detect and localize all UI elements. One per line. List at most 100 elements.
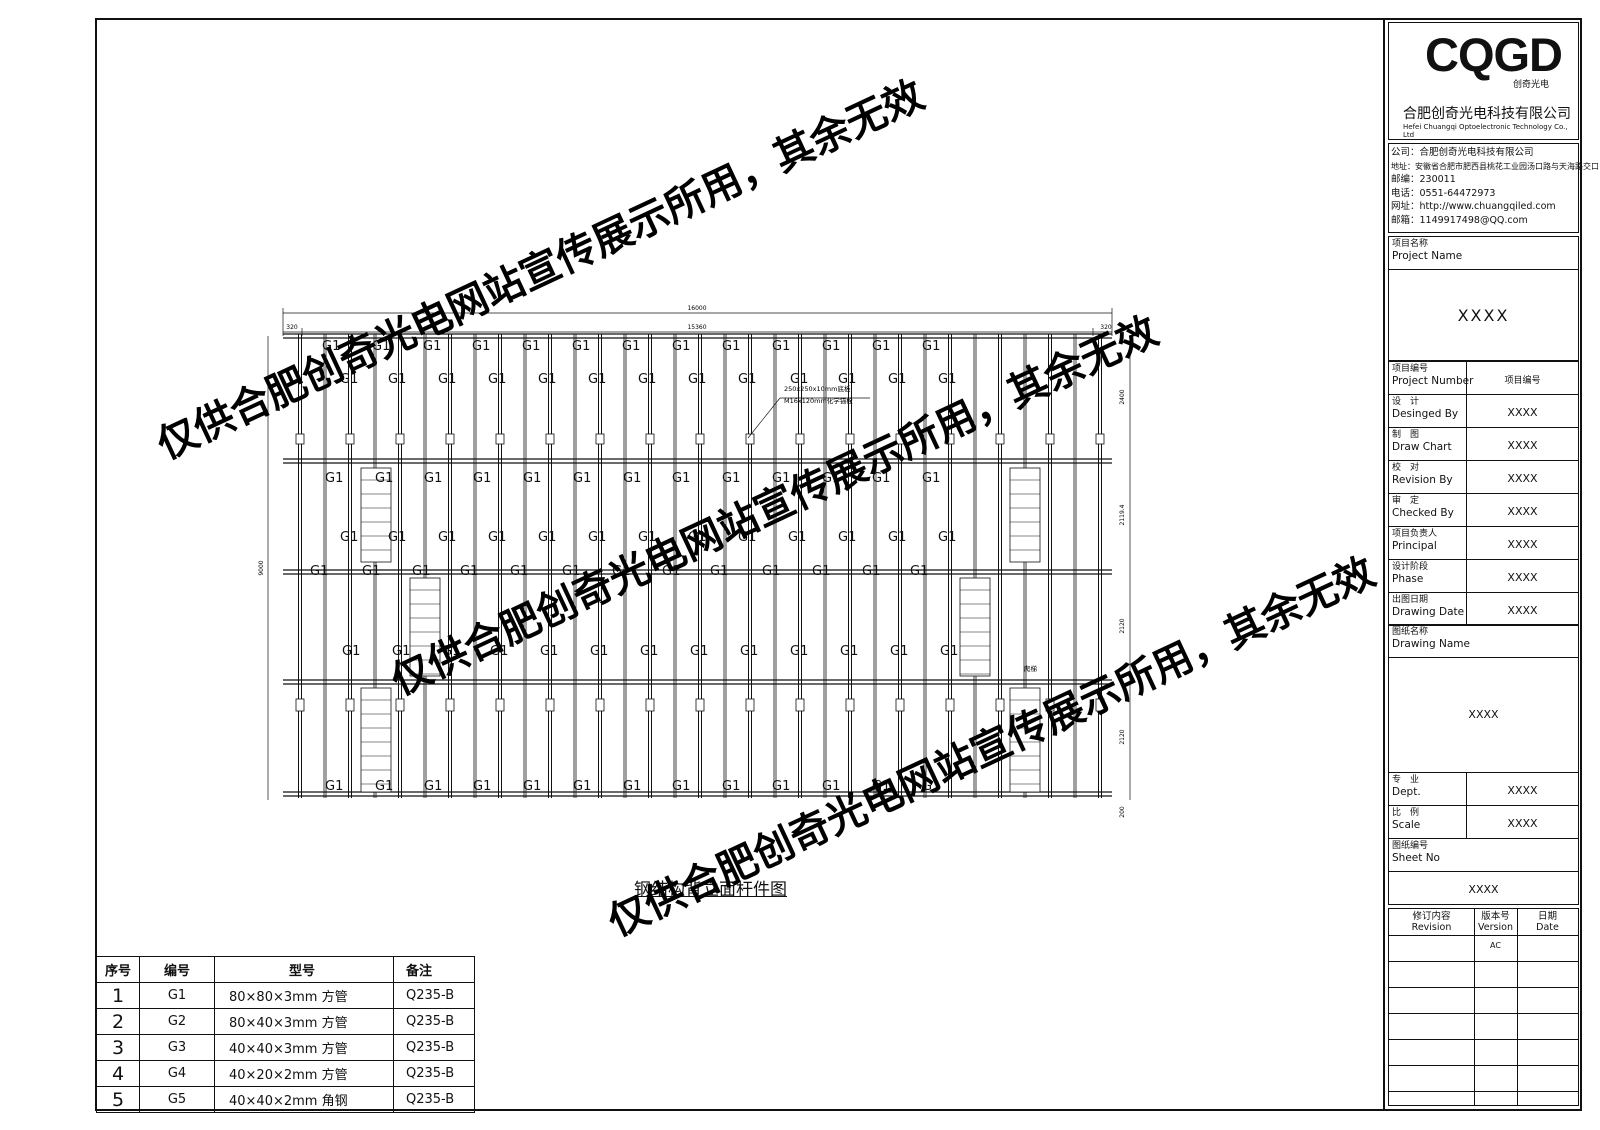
company-info-box: 公司：合肥创奇光电科技有限公司 地址：安徽省合肥市肥西县桃花工业园汤口路与天海路… bbox=[1388, 143, 1599, 233]
member-label: G1 bbox=[424, 471, 442, 486]
connection-plate bbox=[945, 698, 955, 712]
row-index: 3 bbox=[96, 1034, 140, 1061]
connection-plate bbox=[545, 433, 555, 445]
title-row-label-en: Revision By bbox=[1392, 474, 1453, 486]
member-label: G1 bbox=[562, 564, 580, 579]
connection-plate bbox=[895, 698, 905, 712]
table-row: 3 G3 40×40×3mm 方管 Q235-B bbox=[96, 1034, 475, 1061]
row-code: G2 bbox=[139, 1008, 215, 1035]
sheet-no-value-box: XXXX bbox=[1388, 871, 1579, 905]
member-label: G1 bbox=[872, 339, 890, 354]
header-type: 型号 bbox=[214, 956, 394, 983]
row-code: G3 bbox=[139, 1034, 215, 1061]
member-label: G1 bbox=[872, 779, 890, 794]
connection-plate bbox=[995, 698, 1005, 712]
member-label: G1 bbox=[938, 372, 956, 387]
member-label: G1 bbox=[822, 471, 840, 486]
member-label: G1 bbox=[722, 471, 740, 486]
sheet-no-value: XXXX bbox=[1468, 883, 1499, 896]
member-label: G1 bbox=[623, 779, 641, 794]
drawing-name-label-box: 图纸名称 Drawing Name bbox=[1388, 624, 1579, 658]
scale-value: XXXX bbox=[1507, 817, 1538, 830]
member-label: G1 bbox=[540, 644, 558, 659]
connection-plate bbox=[445, 433, 455, 445]
member-label: G1 bbox=[488, 372, 506, 387]
sheet-no-cn: 图纸编号 bbox=[1392, 841, 1429, 851]
title-row-label-en: Draw Chart bbox=[1392, 441, 1452, 453]
member-label: G1 bbox=[340, 530, 358, 545]
member-label: G1 bbox=[342, 644, 360, 659]
scale-en: Scale bbox=[1392, 819, 1421, 831]
member-label: G1 bbox=[812, 564, 830, 579]
project-name-cn: 项目名称 bbox=[1392, 239, 1429, 249]
member-label: G1 bbox=[838, 530, 856, 545]
connection-plate bbox=[695, 433, 705, 445]
member-label: G1 bbox=[622, 339, 640, 354]
row-note: Q235-B bbox=[393, 982, 475, 1009]
member-label: G1 bbox=[940, 644, 958, 659]
member-label: G1 bbox=[762, 564, 780, 579]
member-label: G1 bbox=[872, 471, 890, 486]
row-type: 80×40×3mm 方管 bbox=[214, 1008, 394, 1035]
drawing-title: 钢结构背立面杆件图 bbox=[634, 880, 787, 900]
member-label: G1 bbox=[790, 372, 808, 387]
member-label: G1 bbox=[523, 471, 541, 486]
member-label: G1 bbox=[672, 471, 690, 486]
member-label: G1 bbox=[838, 372, 856, 387]
table-row: 4 G4 40×20×2mm 方管 Q235-B bbox=[96, 1060, 475, 1087]
dim-left: 320 bbox=[286, 324, 298, 331]
row-note: Q235-B bbox=[393, 1034, 475, 1061]
member-label: G1 bbox=[473, 471, 491, 486]
connection-plate bbox=[1095, 433, 1105, 445]
header-index: 序号 bbox=[96, 956, 140, 983]
member-label: G1 bbox=[325, 471, 343, 486]
dim-row-4: 2120 bbox=[1119, 729, 1126, 744]
info-company: 公司：合肥创奇光电科技有限公司 bbox=[1391, 147, 1534, 158]
table-row: 2 G2 80×40×3mm 方管 Q235-B bbox=[96, 1008, 475, 1035]
member-label: G1 bbox=[710, 564, 728, 579]
member-label: G1 bbox=[372, 339, 390, 354]
connection-plate bbox=[395, 433, 405, 445]
member-label: G1 bbox=[388, 372, 406, 387]
parts-header-row: 序号 编号 型号 备注 bbox=[96, 956, 475, 983]
title-row-value: XXXX bbox=[1507, 439, 1538, 452]
member-label: G1 bbox=[890, 644, 908, 659]
connection-plate bbox=[295, 433, 305, 445]
dept-en: Dept. bbox=[1392, 786, 1421, 798]
title-row-label-cn: 制 图 bbox=[1392, 430, 1420, 440]
member-label: G1 bbox=[638, 372, 656, 387]
row-index: 5 bbox=[96, 1086, 140, 1113]
member-label: G1 bbox=[588, 372, 606, 387]
ladder bbox=[360, 687, 392, 793]
title-row-label-cn: 项目负责人 bbox=[1392, 529, 1438, 539]
member-label: G1 bbox=[790, 644, 808, 659]
rev-head-revision: 修订内容 Revision bbox=[1411, 911, 1452, 933]
title-row-value: XXXX bbox=[1507, 472, 1538, 485]
title-row-value: XXXX bbox=[1507, 505, 1538, 518]
connection-plate bbox=[445, 698, 455, 712]
connection-plate bbox=[745, 433, 755, 445]
row-code: G1 bbox=[139, 982, 215, 1009]
ladder bbox=[959, 577, 991, 677]
connection-plate bbox=[1045, 698, 1055, 712]
member-label: G1 bbox=[623, 471, 641, 486]
member-label: G1 bbox=[772, 471, 790, 486]
title-row-value: XXXX bbox=[1507, 538, 1538, 551]
dim-right: 320 bbox=[1100, 324, 1112, 331]
title-row-label-cn: 出图日期 bbox=[1392, 595, 1429, 605]
member-label: G1 bbox=[722, 779, 740, 794]
sheet-no-label-box: 图纸编号 Sheet No bbox=[1388, 838, 1579, 872]
company-logo: CQGD bbox=[1425, 28, 1563, 81]
title-row-value: 项目编号 bbox=[1504, 376, 1541, 386]
title-row-value: XXXX bbox=[1507, 604, 1538, 617]
connection-plate bbox=[895, 433, 905, 445]
title-row-label-en: Checked By bbox=[1392, 507, 1454, 519]
rev-head-version: 版本号 Version bbox=[1478, 911, 1513, 933]
member-label: G1 bbox=[922, 339, 940, 354]
info-website: 网址：http://www.chuangqiled.com bbox=[1391, 201, 1556, 212]
